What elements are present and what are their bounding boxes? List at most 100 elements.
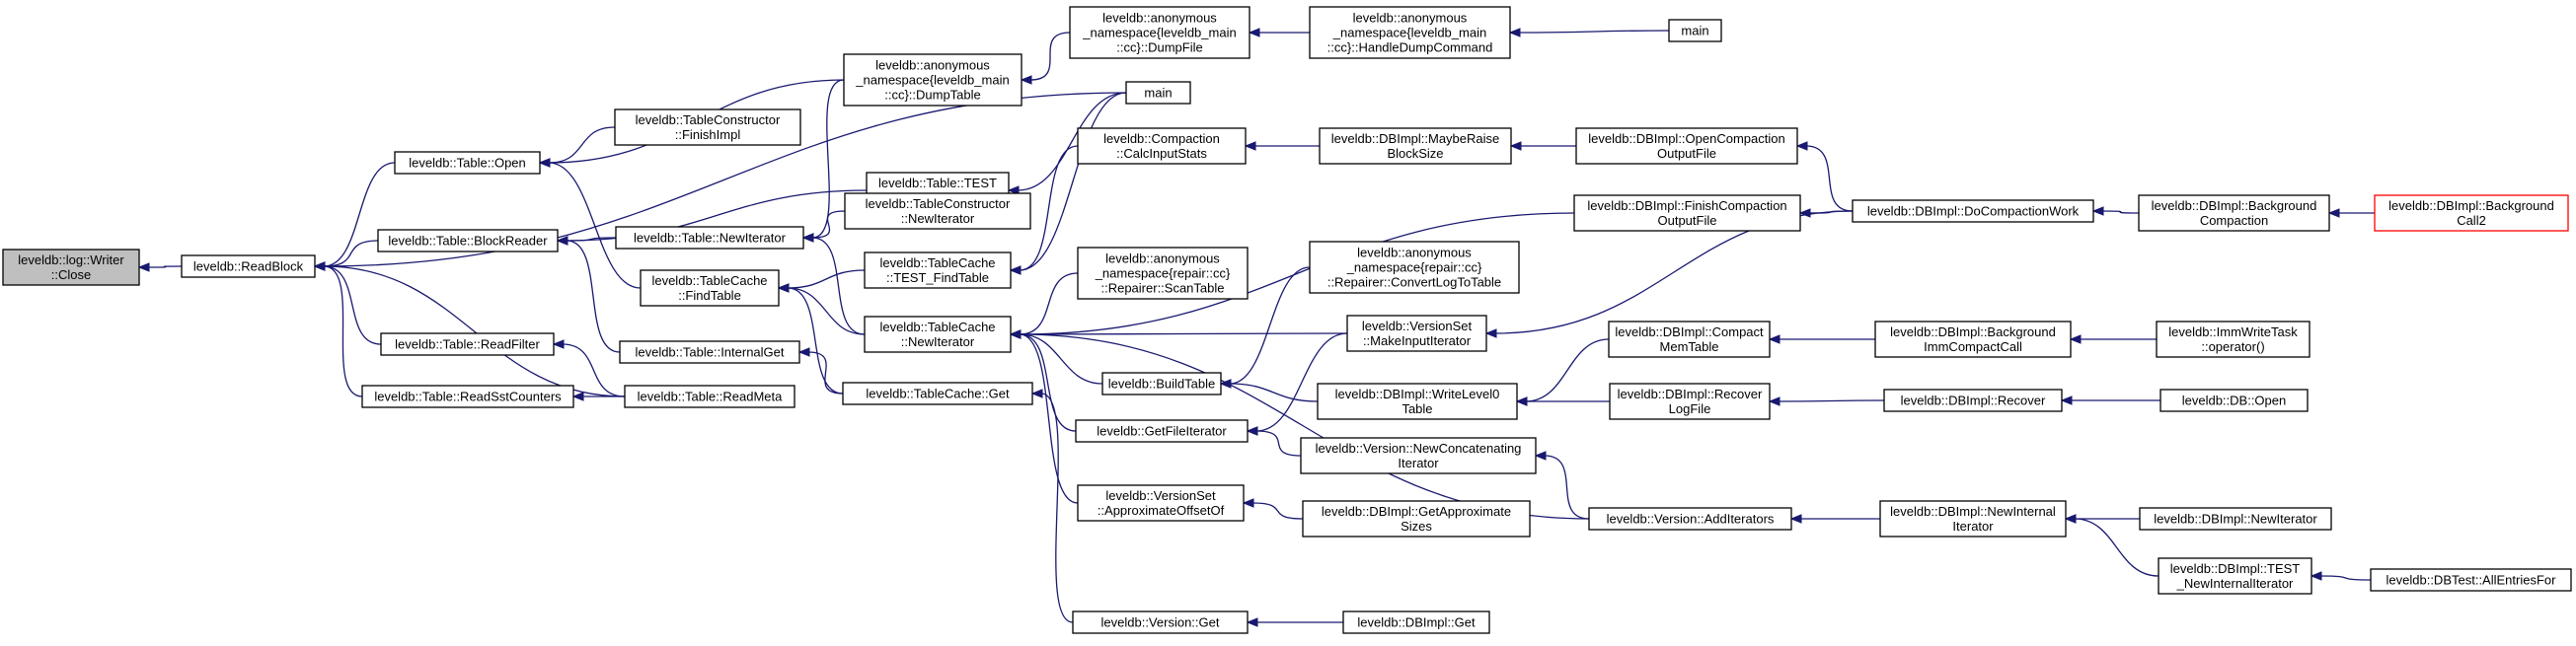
node-tableconstructor-newiterator[interactable]: leveldb::TableConstructor::NewIterator xyxy=(844,192,1031,230)
node-box[interactable] xyxy=(1319,127,1512,165)
node-makeinputiterator[interactable]: leveldb::VersionSet::MakeInputIterator xyxy=(1346,315,1487,352)
node-box[interactable] xyxy=(624,385,796,408)
node-dbimpl-newiterator[interactable]: leveldb::DBImpl::NewIterator xyxy=(2139,507,2332,531)
node-backgroundimmcompactcall[interactable]: leveldb::DBImpl::BackgroundImmCompactCal… xyxy=(1874,321,2072,358)
node-table-newiterator[interactable]: leveldb::Table::NewIterator xyxy=(615,226,804,250)
node-table-readfilter[interactable]: leveldb::Table::ReadFilter xyxy=(380,332,555,356)
node-newinternaliterator[interactable]: leveldb::DBImpl::NewInternalIterator xyxy=(1879,500,2067,538)
node-main2[interactable]: main xyxy=(1668,19,1722,42)
node-box[interactable] xyxy=(2,249,140,286)
node-box[interactable] xyxy=(1874,321,2072,358)
node-readblock[interactable]: leveldb::ReadBlock xyxy=(181,254,316,278)
node-box[interactable] xyxy=(1342,610,1490,634)
node-compaction-calcinputstats[interactable]: leveldb::Compaction::CalcInputStats xyxy=(1077,127,1247,165)
node-buildtable[interactable]: leveldb::BuildTable xyxy=(1101,372,1222,395)
node-box[interactable] xyxy=(843,53,1023,107)
node-box[interactable] xyxy=(1317,383,1518,420)
node-box[interactable] xyxy=(377,229,559,252)
node-box[interactable] xyxy=(2138,194,2330,232)
node-box[interactable] xyxy=(1075,419,1249,443)
node-box[interactable] xyxy=(1609,383,1771,420)
node-newconcatenatingiterator[interactable]: leveldb::Version::NewConcatenatingIterat… xyxy=(1300,437,1537,474)
node-main1[interactable]: main xyxy=(1125,81,1191,105)
node-finishcompactionoutputfile[interactable]: leveldb::DBImpl::FinishCompactionOutputF… xyxy=(1573,194,1801,232)
node-box[interactable] xyxy=(1309,6,1511,59)
node-box[interactable] xyxy=(2139,507,2332,531)
node-approximateoffsetof[interactable]: leveldb::VersionSet::ApproximateOffsetOf xyxy=(1077,484,1245,522)
node-repairer-scantable[interactable]: leveldb::anonymous_namespace{repair::cc}… xyxy=(1077,247,1249,300)
node-table-readmeta[interactable]: leveldb::Table::ReadMeta xyxy=(624,385,796,408)
node-table-blockreader[interactable]: leveldb::Table::BlockReader xyxy=(377,229,559,252)
node-box[interactable] xyxy=(1077,127,1247,165)
node-table-open[interactable]: leveldb::Table::Open xyxy=(394,151,541,175)
node-table-readsstcounters[interactable]: leveldb::Table::ReadSstCounters xyxy=(361,385,574,408)
node-box[interactable] xyxy=(1575,127,1798,165)
node-tableconstructor-finishimpl[interactable]: leveldb::TableConstructor::FinishImpl xyxy=(614,108,801,146)
node-box[interactable] xyxy=(1852,199,2094,223)
node-box[interactable] xyxy=(181,254,316,278)
node-box[interactable] xyxy=(1573,194,1801,232)
node-box[interactable] xyxy=(1608,321,1771,358)
node-getfileiterator[interactable]: leveldb::GetFileIterator xyxy=(1075,419,1249,443)
node-box[interactable] xyxy=(640,269,780,307)
node-immwritetask[interactable]: leveldb::ImmWriteTask::operator() xyxy=(2156,321,2311,358)
node-tablecache-test-findtable[interactable]: leveldb::TableCache::TEST_FindTable xyxy=(864,251,1012,289)
node-box[interactable] xyxy=(394,151,541,175)
node-box[interactable] xyxy=(2159,389,2309,412)
node-handledumpcommand[interactable]: leveldb::anonymous_namespace{leveldb_mai… xyxy=(1309,6,1511,59)
node-box[interactable] xyxy=(1302,500,1531,538)
node-box[interactable] xyxy=(619,340,800,364)
node-dumptable[interactable]: leveldb::anonymous_namespace{leveldb_mai… xyxy=(843,53,1023,107)
node-box[interactable] xyxy=(1879,500,2067,538)
node-tablecache-findtable[interactable]: leveldb::TableCache::FindTable xyxy=(640,269,780,307)
node-dbimpl-recover[interactable]: leveldb::DBImpl::Recover xyxy=(1883,389,2063,412)
node-box[interactable] xyxy=(1077,247,1249,300)
node-box[interactable] xyxy=(1668,19,1722,42)
node-opencompactionoutputfile[interactable]: leveldb::DBImpl::OpenCompactionOutputFil… xyxy=(1575,127,1798,165)
node-box[interactable] xyxy=(1072,610,1249,634)
node-box[interactable] xyxy=(842,382,1033,405)
node-test-newinternaliterator[interactable]: leveldb::DBImpl::TEST_NewInternalIterato… xyxy=(2158,557,2312,595)
node-tablecache-newiterator[interactable]: leveldb::TableCache::NewIterator xyxy=(864,316,1012,353)
node-box[interactable] xyxy=(2370,568,2572,592)
node-docompactionwork[interactable]: leveldb::DBImpl::DoCompactionWork xyxy=(1852,199,2094,223)
node-box[interactable] xyxy=(1101,372,1222,395)
node-table-internalget[interactable]: leveldb::Table::InternalGet xyxy=(619,340,800,364)
node-box[interactable] xyxy=(1125,81,1191,105)
node-db-open[interactable]: leveldb::DB::Open xyxy=(2159,389,2309,412)
node-label-line: leveldb::DB::Open xyxy=(2182,394,2287,408)
node-tablecache-get[interactable]: leveldb::TableCache::Get xyxy=(842,382,1033,405)
node-box[interactable] xyxy=(864,251,1012,289)
node-dumpfile[interactable]: leveldb::anonymous_namespace{leveldb_mai… xyxy=(1069,6,1250,59)
node-writer-close[interactable]: leveldb::log::Writer::Close xyxy=(2,249,140,286)
node-box[interactable] xyxy=(1346,315,1487,352)
node-box[interactable] xyxy=(615,226,804,250)
node-box[interactable] xyxy=(1069,6,1250,59)
node-box[interactable] xyxy=(1883,389,2063,412)
arrowhead-icon xyxy=(2091,206,2104,216)
node-version-get[interactable]: leveldb::Version::Get xyxy=(1072,610,1249,634)
node-box[interactable] xyxy=(380,332,555,356)
node-box[interactable] xyxy=(864,316,1012,353)
node-box[interactable] xyxy=(2374,194,2569,232)
node-dbtest-allentriesfor[interactable]: leveldb::DBTest::AllEntriesFor xyxy=(2370,568,2572,592)
node-box[interactable] xyxy=(1588,507,1792,531)
node-box[interactable] xyxy=(2156,321,2311,358)
node-convertlogtotable[interactable]: leveldb::anonymous_namespace{repair::cc}… xyxy=(1309,241,1520,294)
node-dbimpl-get[interactable]: leveldb::DBImpl::Get xyxy=(1342,610,1490,634)
node-box[interactable] xyxy=(1309,241,1520,294)
node-box[interactable] xyxy=(844,192,1031,230)
node-box[interactable] xyxy=(614,108,801,146)
node-box[interactable] xyxy=(361,385,574,408)
node-box[interactable] xyxy=(2158,557,2312,595)
node-additerators[interactable]: leveldb::Version::AddIterators xyxy=(1588,507,1792,531)
node-box[interactable] xyxy=(1300,437,1537,474)
node-box[interactable] xyxy=(1077,484,1245,522)
